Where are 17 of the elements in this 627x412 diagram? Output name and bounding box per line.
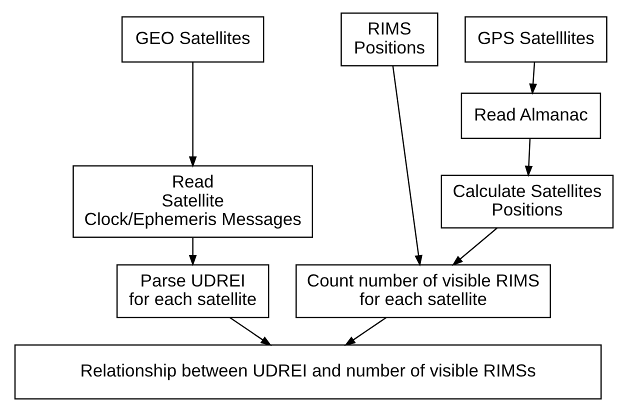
- arrow: [392, 66, 422, 266]
- node-box: Relationship between UDREI and number of visible RIMSs: [14, 344, 602, 400]
- arrow: [188, 238, 196, 266]
- node-box: Read Satellite Clock/Ephemeris Messages: [72, 165, 313, 238]
- node-box: Calculate Satellites Positions: [440, 174, 614, 229]
- node-box: GEO Satellites: [120, 16, 264, 63]
- arrow: [451, 228, 498, 266]
- node-box: Read Almanac: [460, 92, 601, 139]
- node-box: Parse UDREI for each satellite: [116, 264, 269, 318]
- arrow: [188, 62, 196, 168]
- node-box: Count number of visible RIMS for each satellite: [295, 264, 550, 318]
- node-box: GPS Satelllites: [464, 16, 607, 63]
- node-box: RIMS Positions: [340, 12, 438, 66]
- arrow: [229, 317, 272, 346]
- arrow: [344, 317, 386, 346]
- arrow: [524, 138, 532, 178]
- arrow: [528, 62, 536, 95]
